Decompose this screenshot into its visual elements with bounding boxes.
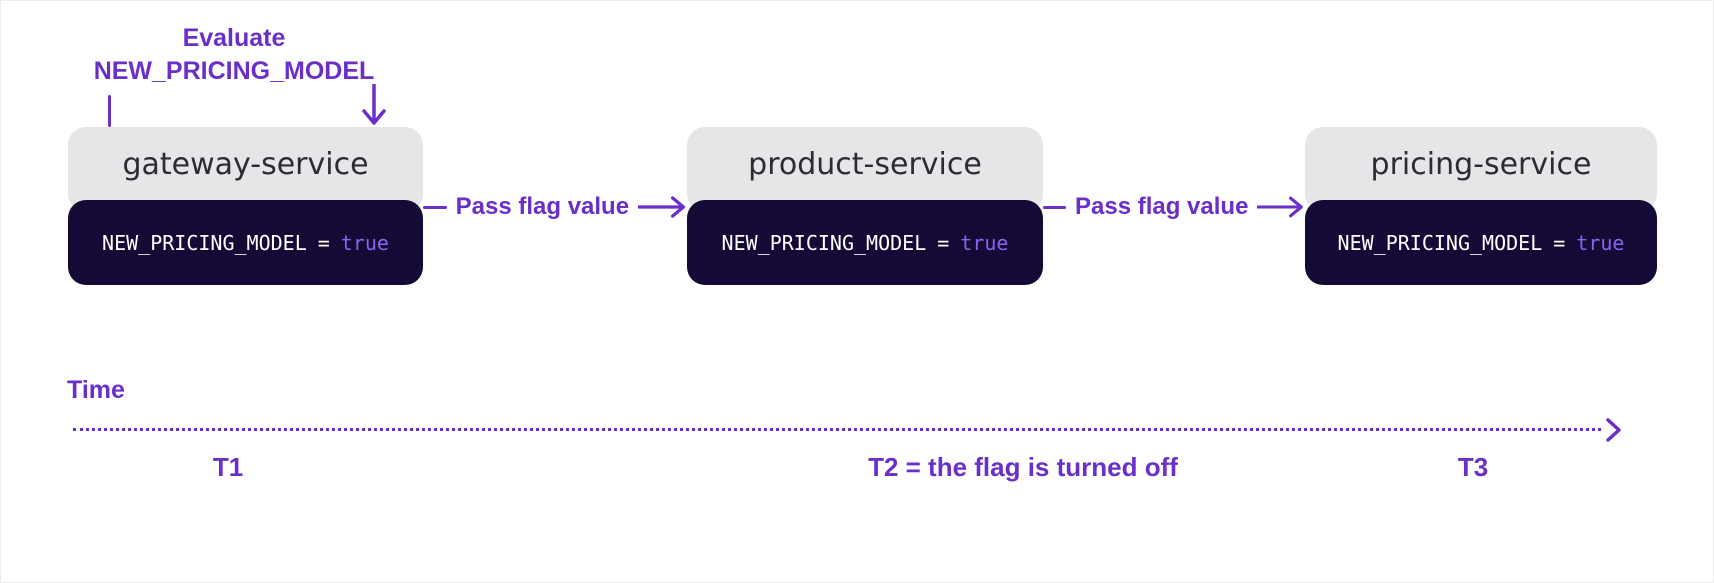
service-header-product: product-service <box>687 127 1043 209</box>
annotation-connector-line <box>108 95 111 127</box>
annotation-line-2: NEW_PRICING_MODEL <box>93 57 375 85</box>
flag-state-product: NEW_PRICING_MODEL = true <box>687 200 1043 285</box>
flag-key: NEW_PRICING_MODEL <box>102 230 307 255</box>
flag-equals: = <box>1553 230 1566 255</box>
right-arrow-icon <box>638 196 686 218</box>
connector-product-pricing: Pass flag value <box>1043 193 1307 221</box>
connector-dash <box>423 205 447 209</box>
flag-equals: = <box>317 230 330 255</box>
flag-state-gateway: NEW_PRICING_MODEL = true <box>68 200 423 285</box>
service-name: gateway-service <box>122 146 369 182</box>
time-marker-t1: T1 <box>212 452 244 482</box>
connector-dash <box>1043 205 1066 209</box>
time-axis-label: Time <box>67 376 125 404</box>
flag-key: NEW_PRICING_MODEL <box>1337 230 1543 255</box>
service-header-gateway: gateway-service <box>68 127 423 209</box>
connector-label: Pass flag value <box>455 193 630 220</box>
service-box-product: product-service NEW_PRICING_MODEL = true <box>687 127 1043 285</box>
evaluate-annotation: Evaluate NEW_PRICING_MODEL <box>78 22 390 88</box>
time-axis-line <box>73 428 1601 431</box>
service-name: product-service <box>748 146 982 182</box>
time-marker-t3: T3 <box>1457 452 1489 482</box>
service-header-pricing: pricing-service <box>1305 127 1657 209</box>
connector-gateway-product: Pass flag value <box>423 193 689 221</box>
connector-label: Pass flag value <box>1075 193 1249 220</box>
time-marker-t2: T2 = the flag is turned off <box>868 452 1178 482</box>
down-arrow-icon <box>362 84 386 125</box>
flag-value: true <box>340 230 389 255</box>
flag-key: NEW_PRICING_MODEL <box>721 230 927 255</box>
annotation-line-1: Evaluate <box>182 24 286 52</box>
timeline-arrowhead-icon <box>1606 418 1621 442</box>
flag-state-pricing: NEW_PRICING_MODEL = true <box>1305 200 1657 285</box>
flag-value: true <box>1576 230 1625 255</box>
service-box-gateway: gateway-service NEW_PRICING_MODEL = true <box>68 127 423 285</box>
right-arrow-icon <box>1257 196 1304 218</box>
service-name: pricing-service <box>1370 146 1592 182</box>
flag-value: true <box>960 230 1009 255</box>
service-box-pricing: pricing-service NEW_PRICING_MODEL = true <box>1305 127 1657 285</box>
flag-equals: = <box>937 230 950 255</box>
